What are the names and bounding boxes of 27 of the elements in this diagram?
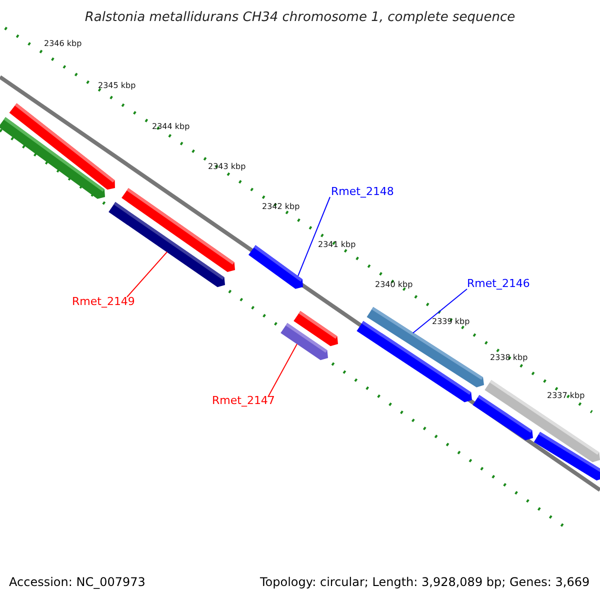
gene-label: Rmet_2146 [467, 278, 530, 289]
gene-bar [280, 323, 328, 360]
scale-label: 2338 kbp [490, 354, 528, 362]
scale-label: 2346 kbp [44, 40, 82, 48]
gene-bar [248, 245, 303, 289]
scale-label: 2344 kbp [152, 123, 190, 131]
scale-label: 2340 kbp [375, 281, 413, 289]
footer-text: Topology: circular; Length: 3,928,089 bp; Genes: 3,669 [260, 576, 590, 588]
gene-label: Rmet_2149 [72, 296, 135, 307]
diagram-title: Ralstonia metallidurans CH34 chromosome 1, complete sequence [84, 11, 516, 24]
leader-line [126, 252, 168, 298]
gene-label: Rmet_2147 [212, 395, 275, 406]
gene-label: Rmet_2148 [331, 186, 394, 197]
gene-bar [472, 395, 533, 440]
scale-label: 2343 kbp [208, 163, 246, 171]
footer-text: Accession: NC_007973 [9, 576, 146, 588]
leader-line [412, 288, 468, 334]
scale-label: 2345 kbp [98, 82, 136, 90]
gene-bar [534, 432, 600, 480]
scale-label: 2337 kbp [547, 392, 585, 400]
scale-label: 2342 kbp [262, 203, 300, 211]
scale-label: 2339 kbp [432, 318, 470, 326]
scale-label: 2341 kbp [318, 241, 356, 249]
leader-line [298, 196, 330, 276]
gene-bar [0, 117, 105, 199]
gene-bar [108, 202, 225, 288]
leader-line [268, 344, 298, 398]
